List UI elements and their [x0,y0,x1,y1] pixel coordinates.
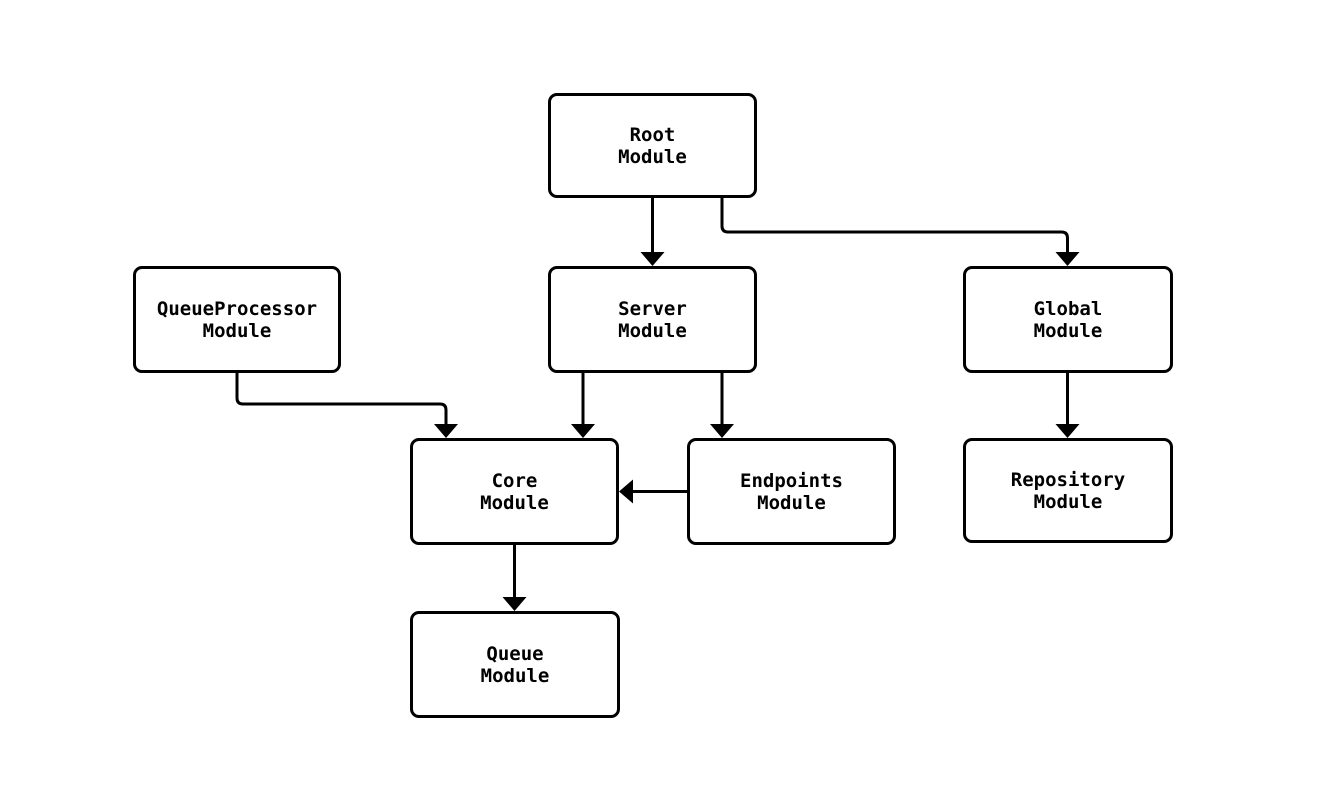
arrowhead-down-icon [571,424,595,438]
edge-queueprocessor-to-core [235,371,458,438]
arrowhead-down-icon [1055,424,1080,438]
arrowhead-down-icon [1055,252,1080,266]
arrowhead-left-icon [619,479,633,504]
node-label-line1: Global [1033,297,1103,320]
node-label-line1: Endpoints [740,469,843,492]
node-label-line1: Core [491,469,538,492]
node-core-module: Core Module [410,438,619,545]
node-queueprocessor-module: QueueProcessor Module [133,266,341,373]
node-label-line2: Module [757,491,826,514]
node-server-module: Server Module [548,266,757,373]
edge-server-to-core [571,371,595,438]
node-label-line1: Repository [1010,468,1126,491]
node-root-module: Root Module [548,93,757,198]
edge-core-to-queue [502,543,527,611]
arrowhead-down-icon [434,424,458,438]
node-label-line1: Queue [486,642,544,665]
node-label-line2: Module [480,664,550,687]
node-label-line1: Server [618,297,687,320]
arrowhead-down-icon [640,252,665,266]
edge-endpoints-to-core [619,479,689,504]
node-label-line2: Module [618,145,687,168]
arrowhead-down-icon [710,424,734,438]
node-label-line2: Module [1033,319,1103,342]
edge-root-to-global [720,196,1080,266]
node-queue-module: Queue Module [410,611,620,718]
edge-root-to-server [640,196,665,266]
arrowhead-down-icon [502,597,527,611]
node-label-line2: Module [480,491,549,514]
node-label-line2: Module [202,319,272,342]
node-label-line1: QueueProcessor [156,297,318,320]
edge-server-to-endpoints [710,371,734,438]
node-repository-module: Repository Module [963,438,1173,543]
node-label-line2: Module [618,319,687,342]
node-endpoints-module: Endpoints Module [687,438,896,545]
node-label-line1: Root [629,123,676,146]
edge-global-to-repository [1055,371,1080,438]
node-label-line2: Module [1033,490,1103,513]
node-global-module: Global Module [963,266,1173,373]
